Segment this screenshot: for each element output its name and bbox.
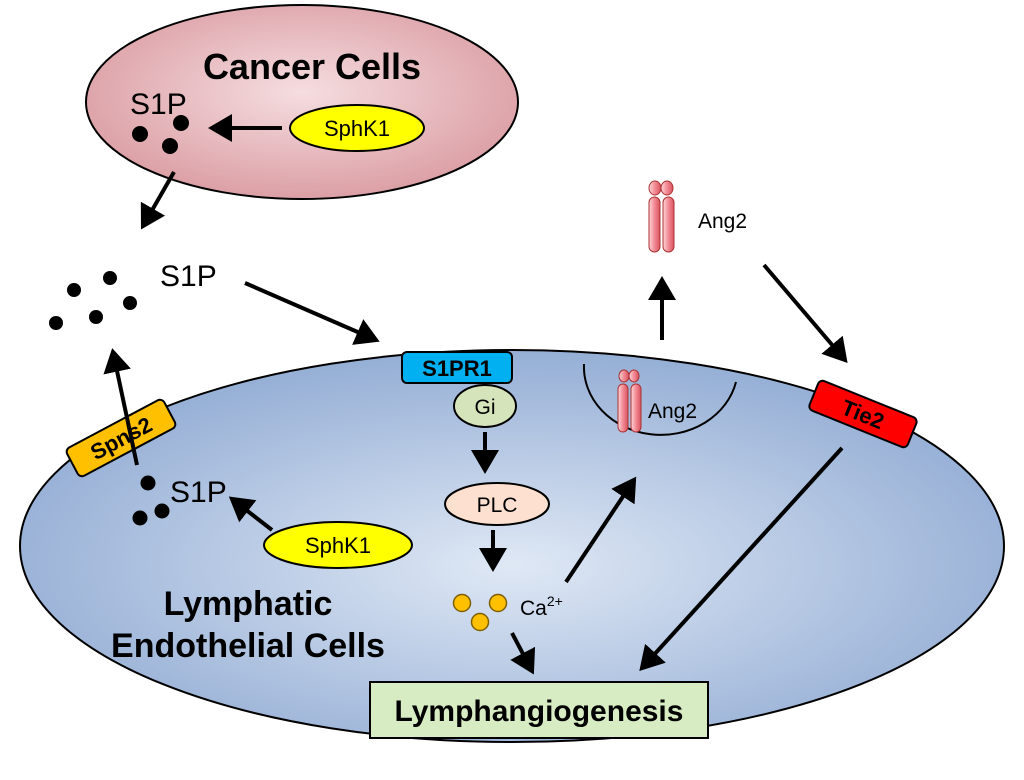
- cancer-s1p-label: S1P: [130, 88, 187, 121]
- s1p-dot: [173, 115, 189, 131]
- lymphangiogenesis-shape: [369, 681, 709, 739]
- spns2-shape: [65, 398, 177, 478]
- extracellular-ang2: Ang2: [648, 180, 747, 253]
- s1pr1-receptor: S1PR1: [401, 351, 513, 384]
- extracellular-ang2-label: Ang2: [698, 210, 747, 233]
- s1p-dot: [132, 510, 148, 526]
- ang2-to-tie2-arrow: [762, 263, 848, 364]
- calcium-dot: [470, 612, 490, 632]
- calcium-to-lymphangiogenesis-arrow: [510, 632, 536, 675]
- intracellular-s1p: S1P: [132, 475, 227, 526]
- cancer-cell-membrane: [85, 4, 519, 200]
- s1p-dot: [154, 503, 170, 519]
- lymphangiogenesis-box: Lymphangiogenesis: [369, 681, 709, 739]
- cancer-cell: Cancer Cells S1P SphK1: [85, 4, 519, 200]
- cancer-secretion-arrow: [140, 171, 176, 230]
- vesicle-ang2-molecule: [617, 369, 642, 433]
- vesicle-ang2-label: Ang2: [648, 400, 697, 423]
- extracellular-s1p: S1P: [49, 260, 217, 330]
- sphk1-shape: [289, 104, 425, 152]
- calcium-to-vesicle-arrow: [564, 476, 637, 584]
- intracellular-s1p-label: S1P: [170, 476, 227, 509]
- ang2-vesicle: Ang2: [582, 363, 737, 436]
- sphk1-shape: [263, 521, 413, 569]
- lec-title-line1: Lymphatic: [164, 585, 333, 623]
- vesicle-membrane: [582, 363, 737, 436]
- lec-title-line2: Endothelial Cells: [111, 627, 385, 665]
- calcium-dot: [452, 593, 472, 613]
- plc-shape: [444, 482, 550, 526]
- cancer-s1p-molecules: [132, 115, 189, 154]
- s1p-dot: [49, 316, 63, 330]
- lymphangiogenesis-label: Lymphangiogenesis: [395, 695, 684, 728]
- s1p-dot: [103, 271, 117, 285]
- gi-label: Gi: [475, 396, 496, 419]
- calcium-ions: Ca2+: [452, 593, 563, 632]
- spns2-export-arrow: [103, 348, 139, 466]
- tie2-shape: [808, 379, 918, 449]
- s1p-dot: [132, 126, 148, 142]
- cancer-sphk1-enzyme: SphK1: [289, 104, 425, 152]
- s1p-dot: [123, 296, 137, 310]
- sphk1-label: SphK1: [324, 116, 390, 141]
- gi-shape: [453, 384, 517, 428]
- sphk1-label: SphK1: [305, 533, 371, 558]
- plc-label: PLC: [477, 494, 518, 517]
- lymphatic-endothelial-cell: [19, 349, 1005, 743]
- lec-sphk1-enzyme: SphK1: [263, 521, 413, 569]
- calcium-dot: [488, 593, 508, 613]
- extracellular-s1p-label: S1P: [160, 260, 217, 293]
- cancer-cell-title: Cancer Cells: [203, 46, 421, 87]
- s1pr1-shape: [401, 351, 513, 384]
- lec-sphk1-to-s1p-arrow: [228, 496, 274, 532]
- ang2-molecule: [648, 180, 675, 253]
- s1p-dot: [89, 310, 103, 324]
- s1p-to-receptor-arrow: [244, 281, 380, 345]
- plc-enzyme: PLC: [444, 482, 550, 526]
- spns2-transporter: Spns2: [65, 398, 177, 478]
- calcium-label: Ca2+: [520, 593, 563, 620]
- s1p-dot: [162, 138, 178, 154]
- s1p-dot: [67, 283, 81, 297]
- tie2-to-lymphangiogenesis-arrow: [639, 446, 844, 671]
- tie2-receptor: Tie2: [808, 379, 918, 449]
- s1pr1-label: S1PR1: [422, 356, 492, 381]
- gi-protein: Gi: [453, 384, 517, 428]
- s1p-dot: [140, 475, 156, 491]
